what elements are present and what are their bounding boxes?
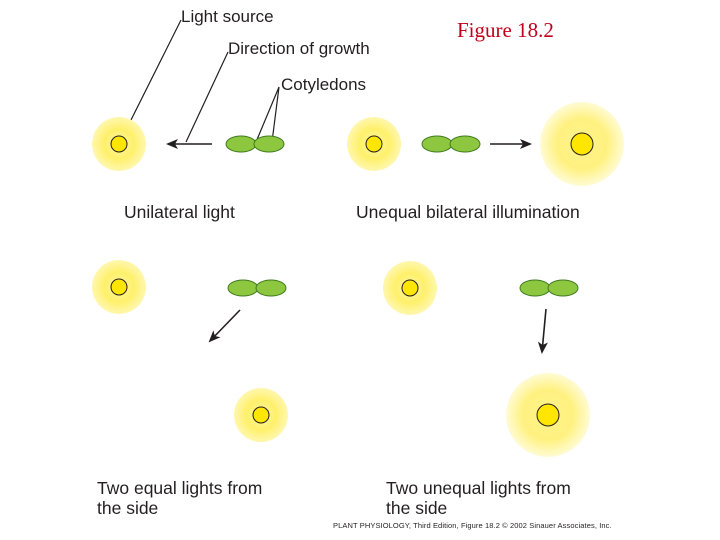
- direction-of-growth-label: Direction of growth: [228, 39, 370, 58]
- caption-two-equal-line2: the side: [97, 498, 159, 518]
- growth-arrow-down: [537, 308, 548, 354]
- figure-credit: PLANT PHYSIOLOGY, Third Edition, Figure …: [333, 521, 612, 530]
- cotyledons-unilateral: [225, 135, 285, 153]
- light-source-equal-bottom: [234, 388, 288, 442]
- light-source-large-bilateral: [540, 102, 624, 186]
- cotyledons-leader-left: [255, 86, 280, 143]
- direction-of-growth-leader: [185, 51, 229, 143]
- callout-leaders: [126, 19, 280, 143]
- caption-two-unequal-line2: the side: [386, 498, 448, 518]
- light-source-small-unilateral: [92, 117, 146, 171]
- light-source-equal-left: [92, 260, 146, 314]
- caption-two-equal-line1: Two equal lights from: [97, 478, 263, 498]
- light-source-small-bilateral: [347, 117, 401, 171]
- figure-title: Figure 18.2: [457, 18, 554, 42]
- light-source-label: Light source: [181, 7, 274, 26]
- cotyledons-two-unequal: [519, 279, 579, 297]
- cotyledons-leader-right: [271, 86, 280, 143]
- cotyledons-bilateral: [421, 135, 481, 153]
- caption-unilateral: Unilateral light: [124, 202, 235, 222]
- panel-unilateral: [92, 117, 285, 171]
- light-source-unequal-left: [383, 261, 437, 315]
- panel-two-equal: [92, 260, 288, 442]
- caption-two-unequal-line1: Two unequal lights from: [386, 478, 571, 498]
- caption-unequal-bilateral: Unequal bilateral illumination: [356, 202, 580, 222]
- growth-arrow-diagonal: [208, 309, 241, 343]
- light-source-leader: [126, 19, 182, 129]
- panel-two-unequal: [383, 261, 590, 457]
- cotyledons-two-equal: [227, 279, 287, 297]
- panel-unequal-bilateral: [347, 102, 624, 186]
- light-source-unequal-bottom-large: [506, 373, 590, 457]
- cotyledons-label: Cotyledons: [281, 75, 367, 94]
